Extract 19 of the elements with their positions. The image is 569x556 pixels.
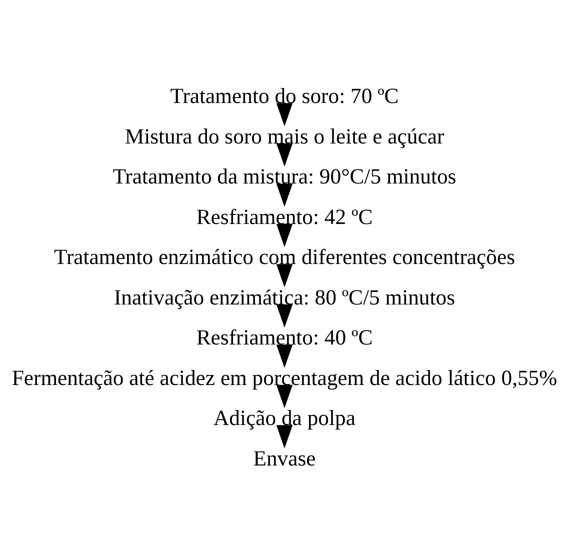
node-text: Resfriamento: 40 ºC	[196, 325, 373, 350]
node-text: Tratamento do soro: 70 ºC	[170, 84, 399, 108]
node-text: Adição da polpa	[214, 406, 356, 430]
arrow	[276, 183, 293, 206]
arrow	[276, 223, 293, 247]
node-text: Resfriamento: 42 ºC	[196, 204, 373, 228]
arrow	[276, 264, 293, 287]
arrow	[276, 142, 293, 166]
arrow	[276, 384, 293, 408]
node-text: Tratamento enzimático com diferentes concentrações	[54, 244, 516, 269]
arrow	[276, 424, 293, 448]
node-text: Inativação enzimática: 80 ºC/5 minutos	[114, 284, 456, 309]
arrow	[276, 304, 293, 328]
node-text: Fermentação até acidez em porcentagem de acido lático 0,55%	[12, 365, 558, 390]
arrow	[276, 102, 293, 126]
node-text: Mistura do soro mais o leite e açúcar	[124, 124, 444, 148]
node-text: Envase	[253, 446, 316, 470]
node-text: Tratamento da mistura: 90°C/5 minutos	[112, 164, 456, 188]
arrow	[276, 344, 293, 368]
